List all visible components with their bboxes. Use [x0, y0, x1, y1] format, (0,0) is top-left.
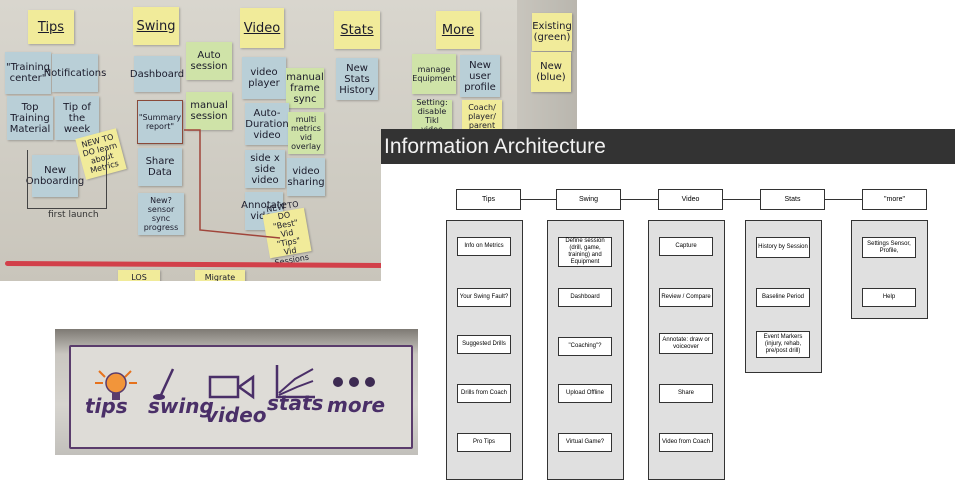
item-share: Share	[659, 384, 713, 403]
note-stats-history: New Stats History	[336, 58, 378, 100]
item-annotate: Annotate: draw or voiceover	[659, 333, 713, 354]
item-define-session: Define session (drill, game, training) a…	[558, 237, 612, 267]
item-history-by-session: History by Session	[756, 237, 810, 258]
item-drills-from-coach: Drills from Coach	[457, 384, 511, 403]
first-launch-bracket	[27, 150, 107, 209]
annotation-arrow	[184, 129, 281, 239]
item-event-markers: Event Markers (injury, rehab, pre/post d…	[756, 331, 810, 358]
note-coach-player-parent: Coach/ player/ parent	[462, 100, 502, 132]
lightbulb-icon	[95, 370, 137, 400]
category-tips: Tips	[456, 189, 521, 210]
category-swing: Swing	[556, 189, 621, 210]
legend-new: New (blue)	[531, 52, 571, 92]
header-note-swing: Swing	[133, 7, 179, 45]
item-info-on-metrics: Info on Metrics	[457, 237, 511, 256]
note-video-sharing: video sharing	[287, 158, 325, 196]
header-note-more: More	[436, 11, 480, 49]
note-notifications: Notifications	[44, 54, 106, 92]
note-top-training: Top Training Material	[7, 96, 53, 140]
column-stats: History by Session Baseline Period Event…	[745, 220, 822, 373]
item-baseline-period: Baseline Period	[756, 288, 810, 307]
column-video: Capture Review / Compare Annotate: draw …	[648, 220, 725, 480]
sketch-label-tips: tips	[85, 394, 128, 418]
item-settings: Settings Sensor, Profile,	[862, 237, 916, 258]
golf-club-icon	[153, 368, 175, 400]
sketch-label-swing: swing	[148, 394, 214, 418]
note-user-profile: New user profile	[460, 55, 500, 97]
item-virtual-game: Virtual Game?	[558, 433, 612, 452]
note-summary-report: "Summary report"	[137, 100, 183, 144]
sketch-label-stats: stats	[267, 391, 324, 415]
more-dots-icon	[333, 377, 375, 387]
column-tips: Info on Metrics Your Swing Fault? Sugges…	[446, 220, 523, 480]
item-dashboard: Dashboard	[558, 288, 612, 307]
note-tip-of-week: Tip of the week	[55, 96, 99, 140]
item-help: Help	[862, 288, 916, 307]
item-pro-tips: Pro Tips	[457, 433, 511, 452]
first-launch-label: first launch	[48, 210, 99, 220]
item-video-from-coach: Video from Coach	[659, 433, 713, 452]
ia-title-bar: Information Architecture	[381, 129, 955, 164]
item-swing-fault: Your Swing Fault?	[457, 288, 511, 307]
item-upload-offline: Upload Offline	[558, 384, 612, 403]
ia-title: Information Architecture	[384, 135, 606, 158]
whiteboard-photo: Tips Swing Video Stats More Existing (gr…	[0, 0, 577, 281]
sketch-frame	[69, 345, 413, 449]
note-share-data: Share Data	[138, 148, 182, 186]
legend-existing: Existing (green)	[532, 13, 572, 51]
note-dashboard: Dashboard	[130, 56, 184, 92]
footer-note-los: LOS	[118, 270, 160, 281]
item-review-compare: Review / Compare	[659, 288, 713, 307]
header-note-stats: Stats	[334, 11, 380, 49]
note-training-center: "Training center"	[5, 52, 51, 94]
note-auto-duration: Auto-Duration video	[245, 103, 289, 145]
item-capture: Capture	[659, 237, 713, 256]
item-suggested-drills: Suggested Drills	[457, 335, 511, 354]
column-swing: Define session (drill, game, training) a…	[547, 220, 624, 480]
line-chart-icon	[275, 365, 315, 399]
category-stats: Stats	[760, 189, 825, 210]
item-coaching: "Coaching"?	[558, 337, 612, 356]
note-manual-session: manual session	[186, 92, 232, 130]
nav-sketch-photo: tips swing video stats more	[55, 329, 418, 455]
sketch-label-video: video	[205, 403, 267, 427]
footer-note-migrate: Migrate	[195, 270, 245, 281]
note-new-onboarding: New Onboarding	[26, 155, 84, 197]
note-manage-equipment: manage Equipment	[412, 54, 456, 94]
column-more: Settings Sensor, Profile, Help	[851, 220, 928, 319]
category-video: Video	[658, 189, 723, 210]
header-note-video: Video	[240, 8, 284, 48]
note-manual-frame-sync: manual frame sync	[286, 68, 324, 108]
note-video-player: video player	[242, 57, 286, 99]
video-camera-icon	[208, 374, 255, 400]
sketch-label-more: more	[327, 393, 386, 417]
category-more: "more"	[862, 189, 927, 210]
note-side-by-side: side x side video	[245, 150, 285, 188]
note-multi-metrics: multi metrics vid overlay	[288, 112, 324, 154]
note-auto-session: Auto session	[186, 42, 232, 80]
note-sensor-sync: New? sensor sync progress	[138, 193, 184, 235]
header-note-tips: Tips	[28, 10, 74, 44]
information-architecture-diagram: Information Architecture Tips Swing Vide…	[381, 129, 955, 482]
